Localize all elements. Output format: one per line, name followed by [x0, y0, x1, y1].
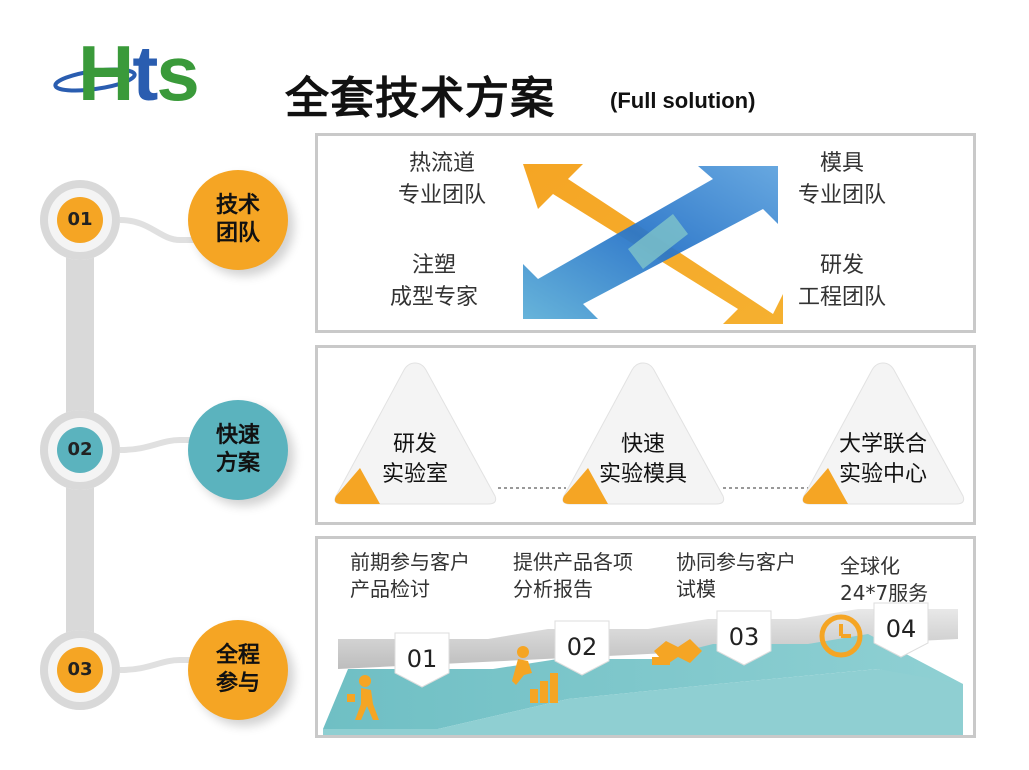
lab-2-line1: 快速 — [620, 432, 665, 457]
timeline-num-2: 02 — [57, 427, 103, 473]
stage-text-1: 前期参与客户 产品检讨 — [350, 549, 470, 603]
step-marker-4 — [873, 602, 929, 658]
team-bottom-right: 研发 工程团队 — [798, 250, 886, 314]
step-num-2: 02 — [566, 633, 598, 661]
stage-4-line2: 24*7服务 — [840, 581, 929, 605]
timeline-label-1b: 团队 — [215, 221, 260, 246]
timeline-label-3a: 全程 — [215, 643, 260, 668]
step-marker-3 — [716, 610, 772, 666]
stage-3-line2: 试模 — [676, 577, 716, 601]
stage-4-line1: 全球化 — [840, 554, 900, 578]
stage-text-4: 全球化 24*7服务 — [840, 553, 928, 607]
team-top-left: 热流道 专业团队 — [398, 148, 486, 212]
timeline-num-1: 01 — [57, 197, 103, 243]
team-bottom-right-l1: 研发 — [820, 253, 865, 278]
stage-text-3: 协同参与客户 试模 — [676, 549, 796, 603]
climbing-stairs-icon — [512, 646, 558, 703]
timeline-num-3: 03 — [57, 647, 103, 693]
teams-panel: 热流道 专业团队 模具 专业团队 注塑 成型专家 研发 工程团队 — [315, 133, 976, 333]
walking-person-icon — [347, 675, 379, 720]
stage-3-line1: 协同参与客户 — [676, 550, 796, 574]
lab-3-line1: 大学联合 — [838, 432, 927, 457]
timeline-badge-3: 03 — [40, 630, 120, 710]
lab-label-1: 研发 实验室 — [330, 430, 500, 490]
lab-3-line2: 实验中心 — [838, 462, 927, 487]
step-num-3: 03 — [728, 623, 760, 651]
step-num-1: 01 — [406, 645, 438, 673]
stage-text-2: 提供产品各项 分析报告 — [513, 549, 633, 603]
timeline-label-2a: 快速 — [215, 423, 260, 448]
handshake-icon — [652, 639, 702, 665]
timeline-label-3b: 参与 — [215, 671, 260, 696]
timeline-circle-3: 全程参与 — [188, 620, 288, 720]
lab-1-line1: 研发 — [392, 432, 437, 457]
stage-1-line1: 前期参与客户 — [350, 550, 470, 574]
lab-1-line2: 实验室 — [381, 462, 448, 487]
team-bottom-right-l2: 工程团队 — [798, 285, 887, 310]
clock-icon — [819, 614, 863, 658]
labs-dotted-connector — [498, 487, 808, 489]
team-bottom-left: 注塑 成型专家 — [390, 250, 478, 314]
team-top-right-l2: 专业团队 — [798, 183, 887, 208]
stairs-ribbon — [323, 609, 963, 735]
lab-label-3: 大学联合 实验中心 — [798, 430, 968, 490]
lab-label-2: 快速 实验模具 — [558, 430, 728, 490]
step-marker-1 — [394, 632, 450, 688]
timeline-badge-1: 01 — [40, 180, 120, 260]
team-top-left-l2: 专业团队 — [398, 183, 487, 208]
step-num-4: 04 — [885, 615, 917, 643]
lab-2-line2: 实验模具 — [598, 462, 687, 487]
team-top-right-l1: 模具 — [820, 151, 865, 176]
lab-triangle-1 — [334, 362, 497, 505]
hts-logo — [53, 67, 137, 93]
step-marker-2 — [554, 620, 610, 676]
timeline-circle-2: 快速方案 — [188, 400, 288, 500]
hts-logo-text: Hts — [78, 28, 200, 119]
stage-2-line2: 分析报告 — [513, 577, 593, 601]
timeline-label-2b: 方案 — [215, 451, 260, 476]
logo-text: Hts — [78, 29, 200, 117]
stage-1-line2: 产品检讨 — [350, 577, 430, 601]
team-top-left-l1: 热流道 — [409, 151, 476, 176]
timeline-circle-1: 技术团队 — [188, 170, 288, 270]
timeline-label-1a: 技术 — [215, 193, 260, 218]
page-title: 全套技术方案 — [285, 73, 555, 124]
team-bottom-left-l2: 成型专家 — [390, 285, 479, 310]
cross-arrows-graphic — [523, 164, 783, 324]
lab-triangle-3 — [802, 362, 965, 505]
stages-panel: 前期参与客户 产品检讨 提供产品各项 分析报告 协同参与客户 试模 全球化 24… — [315, 536, 976, 738]
stage-2-line1: 提供产品各项 — [513, 550, 633, 574]
timeline-badge-2: 02 — [40, 410, 120, 490]
labs-panel: 研发 实验室 快速 实验模具 大学联合 实验中心 — [315, 345, 976, 525]
team-bottom-left-l1: 注塑 — [412, 253, 457, 278]
team-top-right: 模具 专业团队 — [798, 148, 886, 212]
page-subtitle: (Full solution) — [610, 88, 756, 113]
lab-triangle-2 — [562, 362, 725, 505]
